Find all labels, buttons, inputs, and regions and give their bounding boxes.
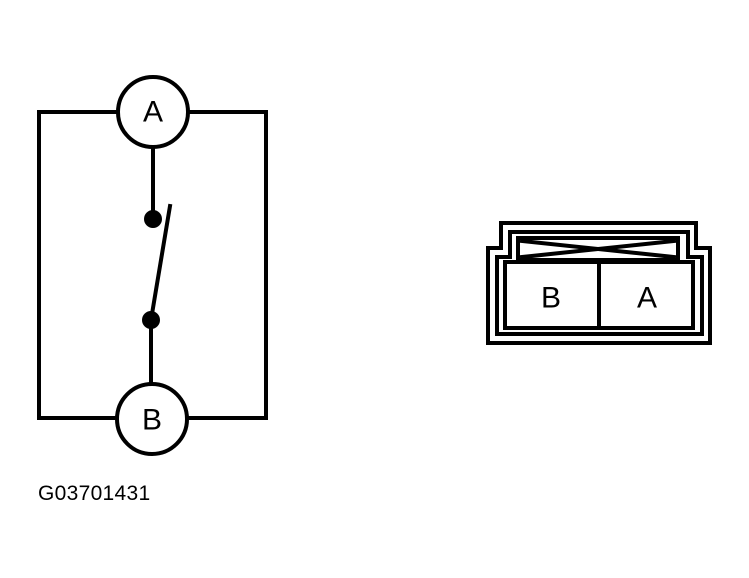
loop-wire <box>37 110 120 420</box>
connector-face: B A <box>486 221 712 345</box>
loop-wire-right <box>186 110 268 420</box>
connector-inner-shell <box>495 230 704 336</box>
terminal-a-circle <box>116 75 190 149</box>
switch-schematic: A B <box>37 75 268 456</box>
locking-tab-cross-2 <box>519 238 677 260</box>
switch-blade <box>148 203 173 323</box>
cavity-a-label: A <box>637 282 657 315</box>
terminal-b-label: B <box>142 404 162 437</box>
lower-contact <box>142 311 160 329</box>
connector-outer-shell <box>486 221 712 345</box>
locking-tab <box>516 236 680 262</box>
terminal-a: A <box>116 75 190 149</box>
cavity-b-label: B <box>541 282 561 315</box>
terminal-a-label: A <box>143 96 163 129</box>
terminal-b-circle <box>115 382 189 456</box>
terminal-b: B <box>115 382 189 456</box>
upper-contact <box>144 210 162 228</box>
figure-id-caption: G03701431 <box>38 482 151 505</box>
